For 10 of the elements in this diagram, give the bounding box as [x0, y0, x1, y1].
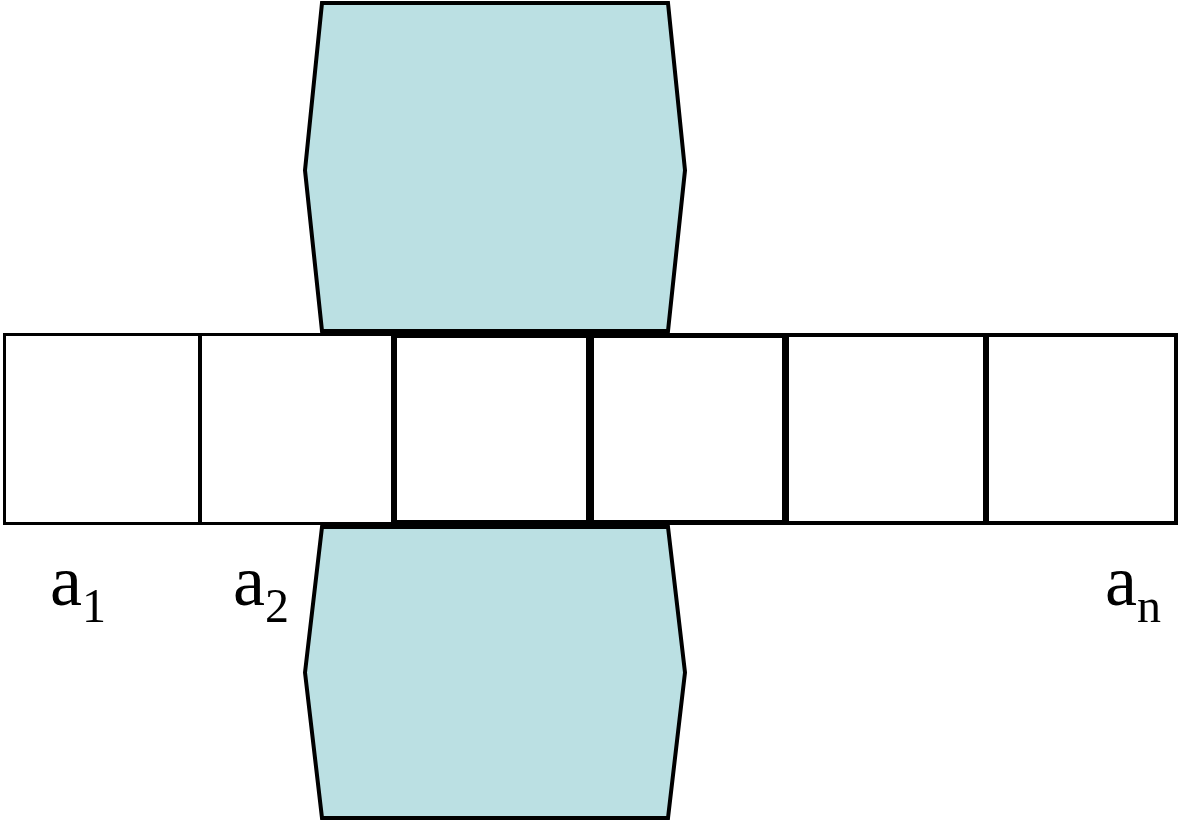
- tape-cell: [785, 333, 987, 525]
- tape-cell: [199, 333, 394, 525]
- hexagon-roller: [303, 525, 687, 820]
- tape-cell: [3, 333, 201, 525]
- hexagon-roller: [303, 1, 687, 333]
- tape-cell: [589, 333, 787, 525]
- cell-label: a$_{n}$: [1105, 545, 1161, 630]
- cell-label: a$_{2}$: [233, 545, 289, 630]
- cell-label: a$_{1}$: [50, 545, 106, 630]
- tape-cell: [985, 333, 1178, 525]
